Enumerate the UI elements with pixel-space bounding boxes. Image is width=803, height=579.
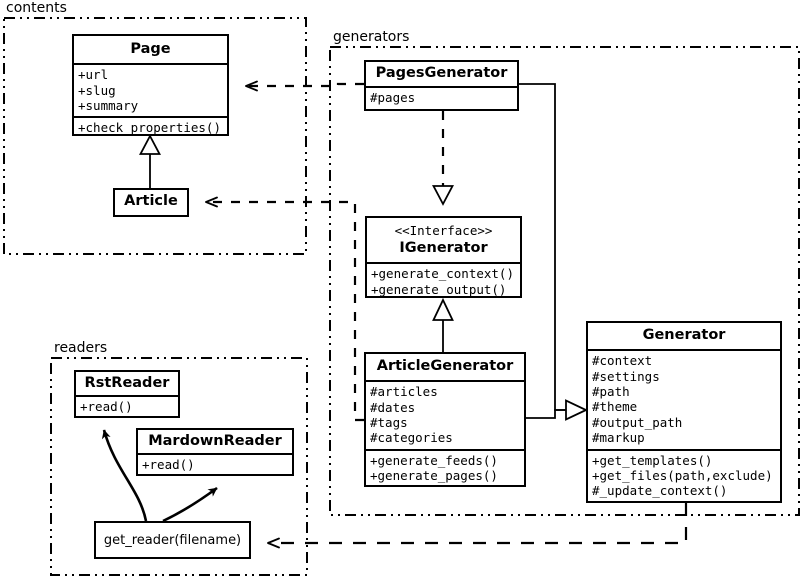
class-name-igenerator: IGenerator — [399, 240, 488, 256]
class-box-page[interactable]: Page +url +slug +summary +check_properti… — [72, 34, 229, 136]
class-attributes-generator: #context #settings #path #theme #output_… — [588, 349, 780, 448]
class-header-article: Article — [115, 190, 187, 213]
operation-row: +read() — [80, 399, 133, 415]
connector-article-to-page — [139, 134, 161, 188]
class-operations-mardownreader: +read() — [138, 453, 292, 475]
class-operations-generator: +get_templates() +get_files(path,exclude… — [588, 448, 780, 502]
class-name-page: Page — [130, 41, 171, 57]
operation-row: +get_templates() — [592, 452, 713, 468]
connector-pagesgenerator-to-igenerator — [432, 111, 454, 206]
connector-pagesgenerator-to-page — [245, 80, 364, 92]
operation-row: +check_properties() — [78, 120, 221, 136]
operation-row: +read() — [142, 457, 195, 473]
attribute-row: #dates — [370, 399, 416, 415]
class-box-pagesgenerator[interactable]: PagesGenerator #pages — [364, 60, 519, 111]
attribute-row: +slug — [78, 82, 116, 98]
class-operations-page: +check_properties() — [74, 116, 227, 138]
attribute-row: +url — [78, 67, 109, 83]
class-operations-rstreader: +read() — [76, 395, 178, 417]
class-stereotype-igenerator: <<Interface>> — [394, 223, 493, 238]
attribute-row: #markup — [592, 430, 645, 446]
class-box-articlegenerator[interactable]: ArticleGenerator #articles #dates #tags … — [364, 352, 526, 487]
attribute-row: #articles — [370, 384, 438, 400]
operation-row: #_update_context() — [592, 483, 728, 499]
class-header-page: Page — [74, 36, 227, 63]
package-label-contents: contents — [6, 0, 67, 16]
class-box-igenerator[interactable]: <<Interface>> IGenerator +generate_conte… — [365, 216, 522, 298]
class-name-articlegenerator: ArticleGenerator — [376, 358, 514, 374]
package-label-generators: generators — [333, 29, 410, 45]
class-box-rstreader[interactable]: RstReader +read() — [74, 370, 180, 418]
connector-articlegenerator-to-generator — [526, 399, 589, 421]
class-header-articlegenerator: ArticleGenerator — [366, 354, 524, 380]
class-box-mardownreader[interactable]: MardownReader +read() — [136, 428, 294, 476]
attribute-row: #settings — [592, 368, 660, 384]
operation-row: +generate_feeds() — [370, 452, 498, 468]
connector-generator-to-getreader — [267, 503, 688, 549]
attribute-row: #theme — [592, 399, 638, 415]
class-header-generator: Generator — [588, 323, 780, 349]
connector-getreader-to-mardownreader — [162, 486, 218, 523]
class-header-mardownreader: MardownReader — [138, 430, 292, 453]
package-boundary-contents — [3, 17, 307, 255]
attribute-row: +summary — [78, 98, 139, 114]
attribute-row: #context — [592, 353, 653, 369]
class-name-rstreader: RstReader — [84, 375, 170, 391]
class-attributes-pagesgenerator: #pages — [366, 86, 517, 108]
class-name-generator: Generator — [642, 327, 726, 343]
class-attributes-articlegenerator: #articles #dates #tags #categories — [366, 380, 524, 449]
operation-row: +generate_pages() — [370, 468, 498, 484]
attribute-row: #path — [592, 384, 630, 400]
class-box-generator[interactable]: Generator #context #settings #path #them… — [586, 321, 782, 503]
class-operations-igenerator: +generate_context() +generate_output() — [367, 262, 520, 300]
class-name-mardownreader: MardownReader — [148, 433, 282, 449]
function-label-get-reader: get_reader(filename) — [103, 532, 242, 548]
function-box-get-reader[interactable]: get_reader(filename) — [94, 521, 251, 559]
attribute-row: #pages — [370, 90, 416, 106]
package-boundary-readers — [50, 357, 308, 576]
connector-articlegenerator-to-igenerator — [432, 297, 454, 352]
package-boundary-generators — [329, 46, 800, 516]
class-header-rstreader: RstReader — [76, 372, 178, 395]
package-label-readers: readers — [54, 340, 108, 356]
connector-pagesgenerator-to-generator — [519, 83, 566, 411]
class-attributes-page: +url +slug +summary — [74, 63, 227, 116]
attribute-row: #output_path — [592, 414, 683, 430]
attribute-row: #tags — [370, 415, 408, 431]
operation-row: +get_files(path,exclude) — [592, 468, 773, 484]
class-header-pagesgenerator: PagesGenerator — [366, 62, 517, 86]
class-box-article[interactable]: Article — [113, 188, 189, 217]
attribute-row: #categories — [370, 430, 453, 446]
class-operations-articlegenerator: +generate_feeds() +generate_pages() — [366, 448, 524, 487]
class-name-pagesgenerator: PagesGenerator — [375, 65, 508, 81]
operation-row: +generate_output() — [371, 281, 507, 297]
class-header-igenerator: <<Interface>> IGenerator — [367, 218, 520, 262]
operation-row: +generate_context() — [371, 266, 514, 282]
connector-getreader-to-rstreader — [101, 429, 148, 522]
class-name-article: Article — [124, 193, 178, 209]
connector-articlegenerator-to-article — [205, 196, 364, 422]
